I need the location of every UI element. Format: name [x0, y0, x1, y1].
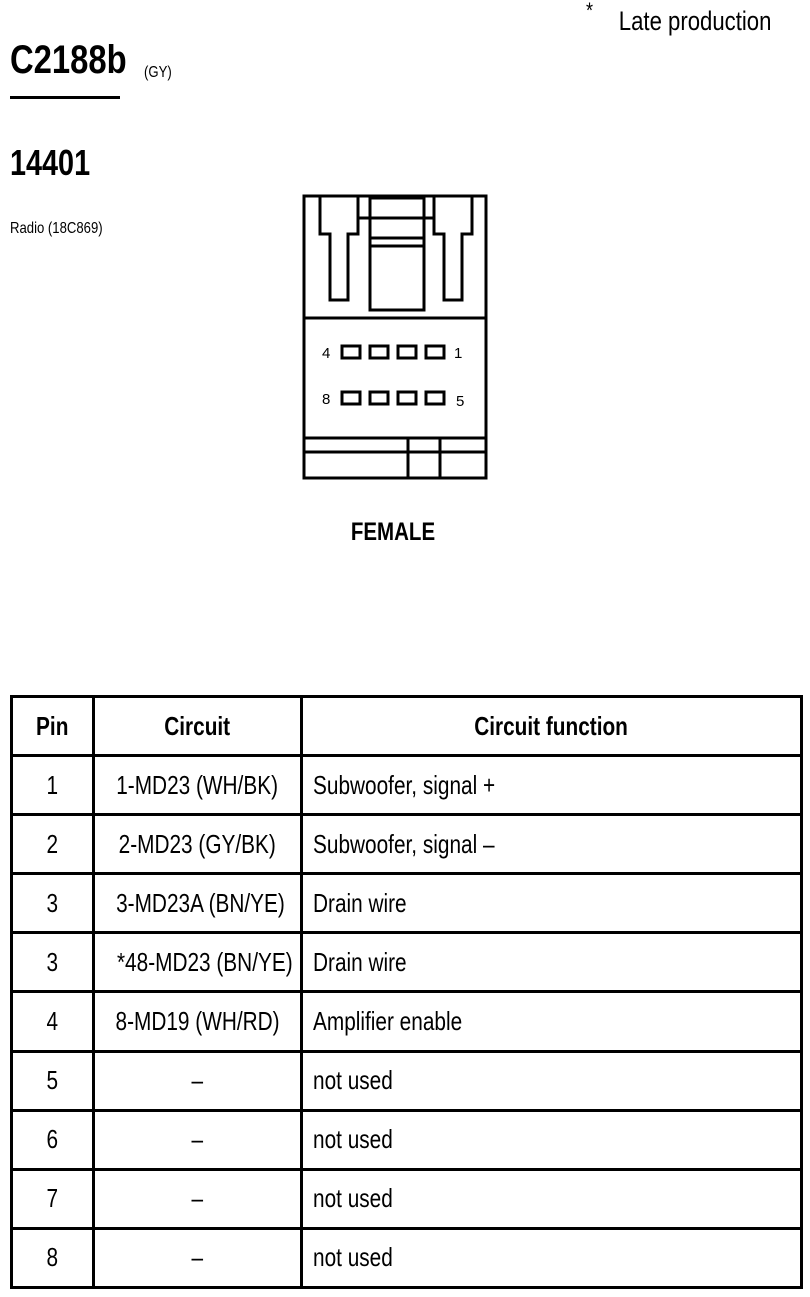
pin-cell: 3 [10, 931, 95, 994]
function-cell: Subwoofer, signal + [300, 753, 803, 817]
circuit-cell: – [92, 1226, 303, 1290]
pin-cell: 6 [10, 1108, 95, 1171]
pinout-table: Pin Circuit Circuit function 1 1-MD23 (W… [10, 695, 803, 1290]
table-row: 5 – not used [10, 1049, 803, 1112]
circuit-cell: *48-MD23 (BN/YE) [92, 931, 303, 994]
circuit-cell: 3-MD23A (BN/YE) [92, 872, 303, 935]
part-number: 14401 [10, 142, 91, 183]
circuit-cell: 8-MD19 (WH/RD) [92, 990, 303, 1053]
right-latch [432, 196, 474, 302]
table-row: 6 – not used [10, 1108, 803, 1171]
left-latch [318, 196, 360, 302]
circuit-cell: 2-MD23 (GY/BK) [92, 813, 303, 876]
pin-cell: 2 [10, 813, 95, 876]
connector-face-diagram: 4 1 8 5 [302, 194, 488, 480]
pin-cell: 3 [10, 872, 95, 935]
function-cell: Drain wire [300, 931, 803, 994]
connector-lower-skirt [302, 436, 488, 480]
pin-cell: 4 [10, 990, 95, 1053]
pin-label-4: 4 [322, 345, 330, 362]
title-underline [10, 96, 120, 99]
header-pin: Pin [10, 695, 95, 757]
connector-pin-face [302, 316, 488, 440]
pin-cell: 7 [10, 1167, 95, 1230]
pin-cell: 8 [10, 1226, 95, 1290]
table-row: 4 8-MD19 (WH/RD) Amplifier enable [10, 990, 803, 1053]
function-cell: Subwoofer, signal – [300, 813, 803, 876]
table-header-row: Pin Circuit Circuit function [10, 695, 803, 757]
lock-window [368, 196, 426, 220]
circuit-cell: 1-MD23 (WH/BK) [92, 753, 303, 817]
connector-id: C2188b [10, 38, 127, 82]
pin-cell: 5 [10, 1049, 95, 1112]
component-name: Radio (18C869) [10, 220, 103, 237]
table-row: 3 3-MD23A (BN/YE) Drain wire [10, 872, 803, 935]
pin-label-1: 1 [454, 345, 462, 362]
pin-cavities-row-2 [340, 390, 446, 406]
note-symbol: * [586, 0, 594, 23]
note-text: Late production [618, 6, 772, 36]
function-cell: Drain wire [300, 872, 803, 935]
function-cell: not used [300, 1049, 803, 1112]
function-cell: not used [300, 1108, 803, 1171]
pin-cavities-row-1 [340, 344, 446, 360]
header-circuit-function: Circuit function [300, 695, 803, 757]
keyway [406, 438, 442, 480]
circuit-cell: – [92, 1108, 303, 1171]
pin-label-5: 5 [456, 393, 464, 410]
header-circuit: Circuit [92, 695, 303, 757]
pin-cell: 1 [10, 753, 95, 817]
connector-gender: FEMALE [350, 518, 436, 546]
circuit-cell: – [92, 1167, 303, 1230]
table-row: 1 1-MD23 (WH/BK) Subwoofer, signal + [10, 753, 803, 817]
function-cell: Amplifier enable [300, 990, 803, 1053]
table-row: 2 2-MD23 (GY/BK) Subwoofer, signal – [10, 813, 803, 876]
function-cell: not used [300, 1226, 803, 1290]
pin-label-8: 8 [322, 391, 330, 408]
lock-tab [358, 216, 434, 312]
circuit-cell: – [92, 1049, 303, 1112]
function-cell: not used [300, 1167, 803, 1230]
table-row: 8 – not used [10, 1226, 803, 1290]
connector-color: (GY) [144, 64, 172, 81]
table-row: 3 *48-MD23 (BN/YE) Drain wire [10, 931, 803, 994]
table-row: 7 – not used [10, 1167, 803, 1230]
